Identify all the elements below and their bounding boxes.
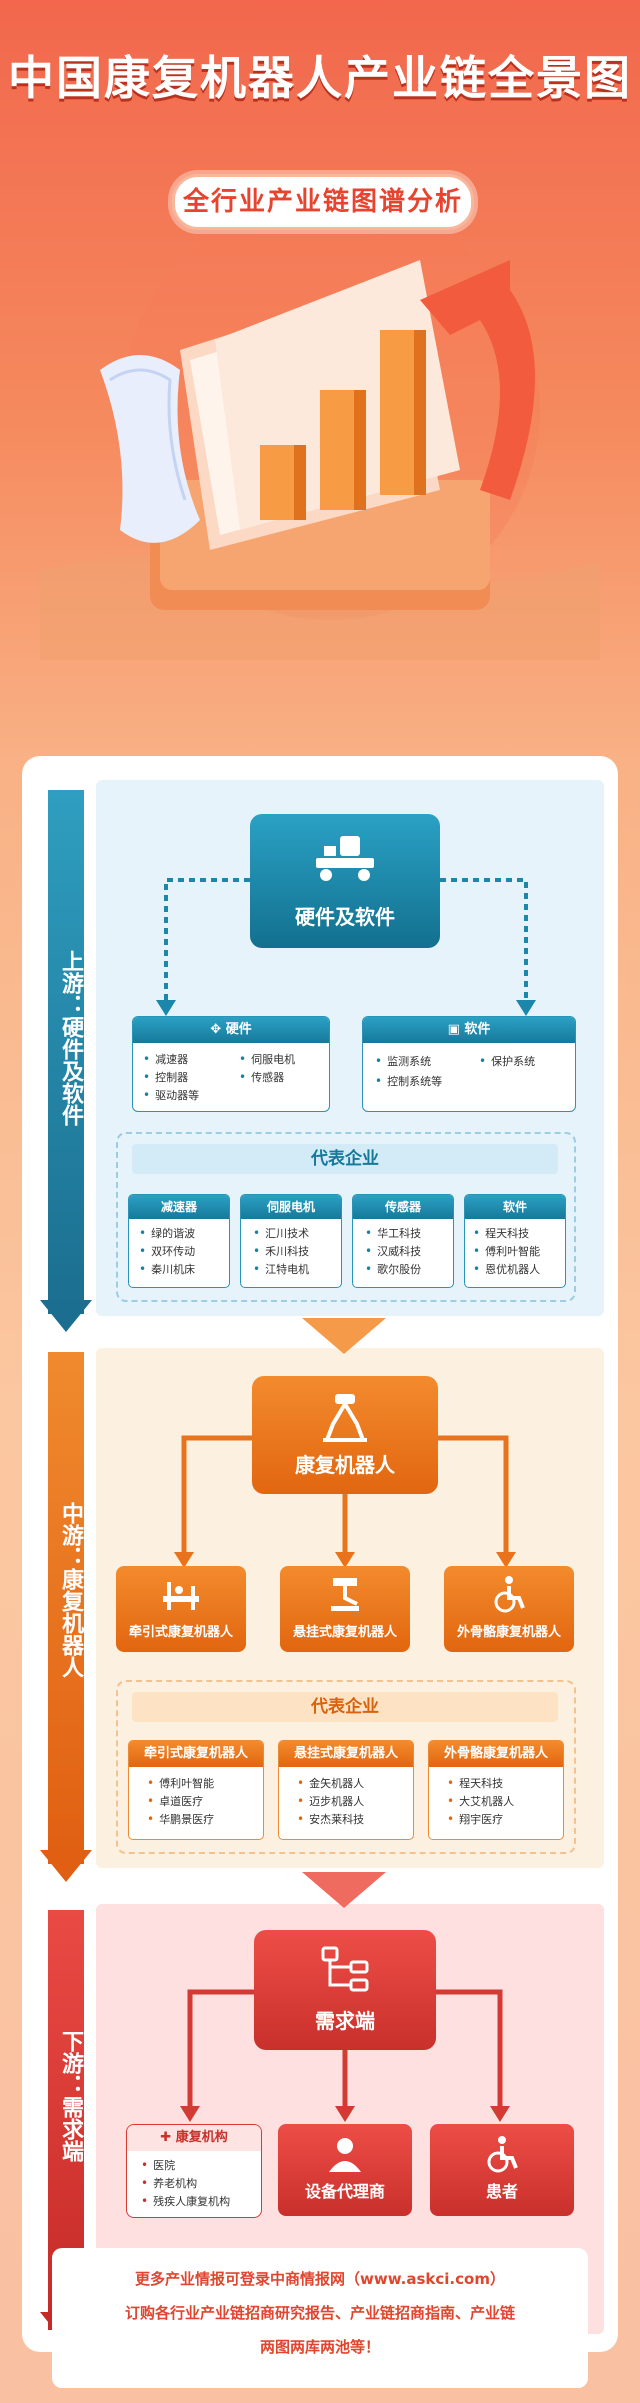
footer-line-2: 订购各行业产业链招商研究报告、产业链招商指南、产业链 — [124, 2304, 515, 2322]
midstream-companies-box — [116, 1680, 576, 1854]
page-title: 中国康复机器人产业链全景图 — [8, 51, 632, 105]
company-card-servo: 伺服电机 汇川技术 禾川科技 江特电机 — [240, 1194, 342, 1288]
list-item: 程天科技 — [447, 1775, 503, 1791]
traction-bed-icon — [163, 1582, 199, 1610]
footer-line-3: 两图两库两池等！ — [259, 2338, 380, 2356]
hardware-items: 减速器 伺服电机 控制器 传感器 驱动器等 — [133, 1043, 329, 1111]
midstream-connector — [174, 1435, 516, 1568]
list-item: 江特电机 — [253, 1261, 309, 1277]
list-item: 双环传动 — [139, 1243, 195, 1259]
demand-hub: 需求端 — [254, 1930, 436, 2050]
wheelchair-icon — [487, 2136, 518, 2173]
software-card-header: ▣ 软件 — [363, 1017, 575, 1043]
midstream-arrow-tip — [40, 1850, 92, 1882]
software-card: ▣ 软件 监测系统 保护系统 控制系统等 — [362, 1016, 576, 1112]
list-item: 驱动器等 — [143, 1087, 199, 1103]
software-items: 监测系统 保护系统 控制系统等 — [363, 1043, 575, 1111]
company-card-traction: 牵引式康复机器人 傅利叶智能 卓道医疗 华鹏景医疗 — [128, 1740, 264, 1840]
list-item: 保护系统 — [479, 1053, 535, 1069]
hospital-icon: ✚ — [160, 2130, 176, 2145]
list-item: 监测系统 — [375, 1053, 431, 1069]
list-item: 秦川机床 — [139, 1261, 195, 1277]
patients-card: 患者 — [430, 2124, 574, 2216]
list-item: 迈步机器人 — [297, 1793, 364, 1809]
list-item: 恩优机器人 — [473, 1261, 540, 1277]
company-card-sensor: 传感器 华工科技 汉威科技 歌尔股份 — [352, 1194, 454, 1288]
hub-label: 康复机器人 — [295, 1453, 395, 1477]
list-item: 华鹏景医疗 — [147, 1811, 214, 1827]
list-item: 汉威科技 — [365, 1243, 421, 1259]
list-item: 华工科技 — [365, 1225, 421, 1241]
hub-label: 需求端 — [315, 2009, 375, 2033]
company-card-exoskeleton: 外骨骼康复机器人 程天科技 大艾机器人 翔宇医疗 — [428, 1740, 564, 1840]
list-item: 歌尔股份 — [365, 1261, 421, 1277]
list-item: 金矢机器人 — [297, 1775, 364, 1791]
org-chart-icon — [321, 1946, 369, 1992]
suspension-icon — [331, 1578, 359, 1611]
suspension-robot-card: 悬挂式康复机器人 — [280, 1566, 410, 1652]
midstream-companies-title: 代表企业 — [132, 1692, 558, 1722]
traction-robot-card: 牵引式康复机器人 — [116, 1566, 246, 1652]
company-card-suspension: 悬挂式康复机器人 金矢机器人 迈步机器人 安杰莱科技 — [278, 1740, 414, 1840]
company-card-software: 软件 程天科技 傅利叶智能 恩优机器人 — [464, 1194, 566, 1288]
flow-arrow-midstream-to-downstream — [302, 1872, 386, 1908]
upstream-arrow-tip — [40, 1300, 92, 1332]
footer-promo: 更多产业情报可登录中商情报网（www.askci.com） 订购各行业产业链招商… — [52, 2248, 588, 2388]
list-item: 傅利叶智能 — [473, 1243, 540, 1259]
wrench-icon: ✥ — [210, 1022, 226, 1037]
hero-illustration — [40, 240, 600, 660]
flow-arrow-upstream-to-midstream — [302, 1318, 386, 1354]
person-icon — [329, 2138, 361, 2172]
list-item: 绿的谐波 — [139, 1225, 195, 1241]
list-item: 汇川技术 — [253, 1225, 309, 1241]
list-item: 卓道医疗 — [147, 1793, 203, 1809]
list-item: 翔宇医疗 — [447, 1811, 503, 1827]
computer-icon: ▣ — [447, 1022, 465, 1037]
downstream-connector — [180, 1989, 510, 2122]
list-item: 程天科技 — [473, 1225, 529, 1241]
subtitle-text: 全行业产业链图谱分析 — [182, 187, 463, 217]
footer-line-1: 更多产业情报可登录中商情报网（www.askci.com） — [135, 2270, 505, 2288]
midstream-side-label: 中游：康复机器人 — [48, 1352, 84, 1864]
robot-arm-icon — [323, 1394, 367, 1442]
machine-icon — [316, 836, 374, 881]
list-item: 减速器 — [143, 1051, 188, 1067]
subtitle-pill: 全行业产业链图谱分析 — [172, 174, 474, 230]
wheelchair-icon — [494, 1576, 525, 1613]
upstream-companies-box — [116, 1132, 576, 1302]
upstream-connector — [156, 878, 536, 1016]
list-item: 残疾人康复机构 — [141, 2193, 230, 2209]
list-item: 控制系统等 — [375, 1073, 442, 1089]
company-card-reducer: 减速器 绿的谐波 双环传动 秦川机床 — [128, 1194, 230, 1288]
list-item: 伺服电机 — [239, 1051, 295, 1067]
hub-label: 硬件及软件 — [295, 905, 395, 929]
rehab-institutions-card: ✚ 康复机构 医院 养老机构 残疾人康复机构 — [126, 2124, 262, 2218]
list-item: 安杰莱科技 — [297, 1811, 364, 1827]
rehab-robot-hub: 康复机器人 — [252, 1376, 438, 1494]
equipment-agents-card: 设备代理商 — [278, 2124, 412, 2216]
hardware-software-hub: 硬件及软件 — [250, 814, 440, 948]
list-item: 养老机构 — [141, 2175, 197, 2191]
list-item: 传感器 — [239, 1069, 284, 1085]
list-item: 控制器 — [143, 1069, 188, 1085]
list-item: 傅利叶智能 — [147, 1775, 214, 1791]
list-item: 医院 — [141, 2157, 175, 2173]
hardware-card-header: ✥ 硬件 — [133, 1017, 329, 1043]
upstream-side-label: 上游：硬件及软件 — [48, 790, 84, 1314]
hardware-card: ✥ 硬件 减速器 伺服电机 控制器 传感器 驱动器等 — [132, 1016, 330, 1112]
list-item: 禾川科技 — [253, 1243, 309, 1259]
list-item: 大艾机器人 — [447, 1793, 514, 1809]
upstream-companies-title: 代表企业 — [132, 1144, 558, 1174]
exoskeleton-robot-card: 外骨骼康复机器人 — [444, 1566, 574, 1652]
